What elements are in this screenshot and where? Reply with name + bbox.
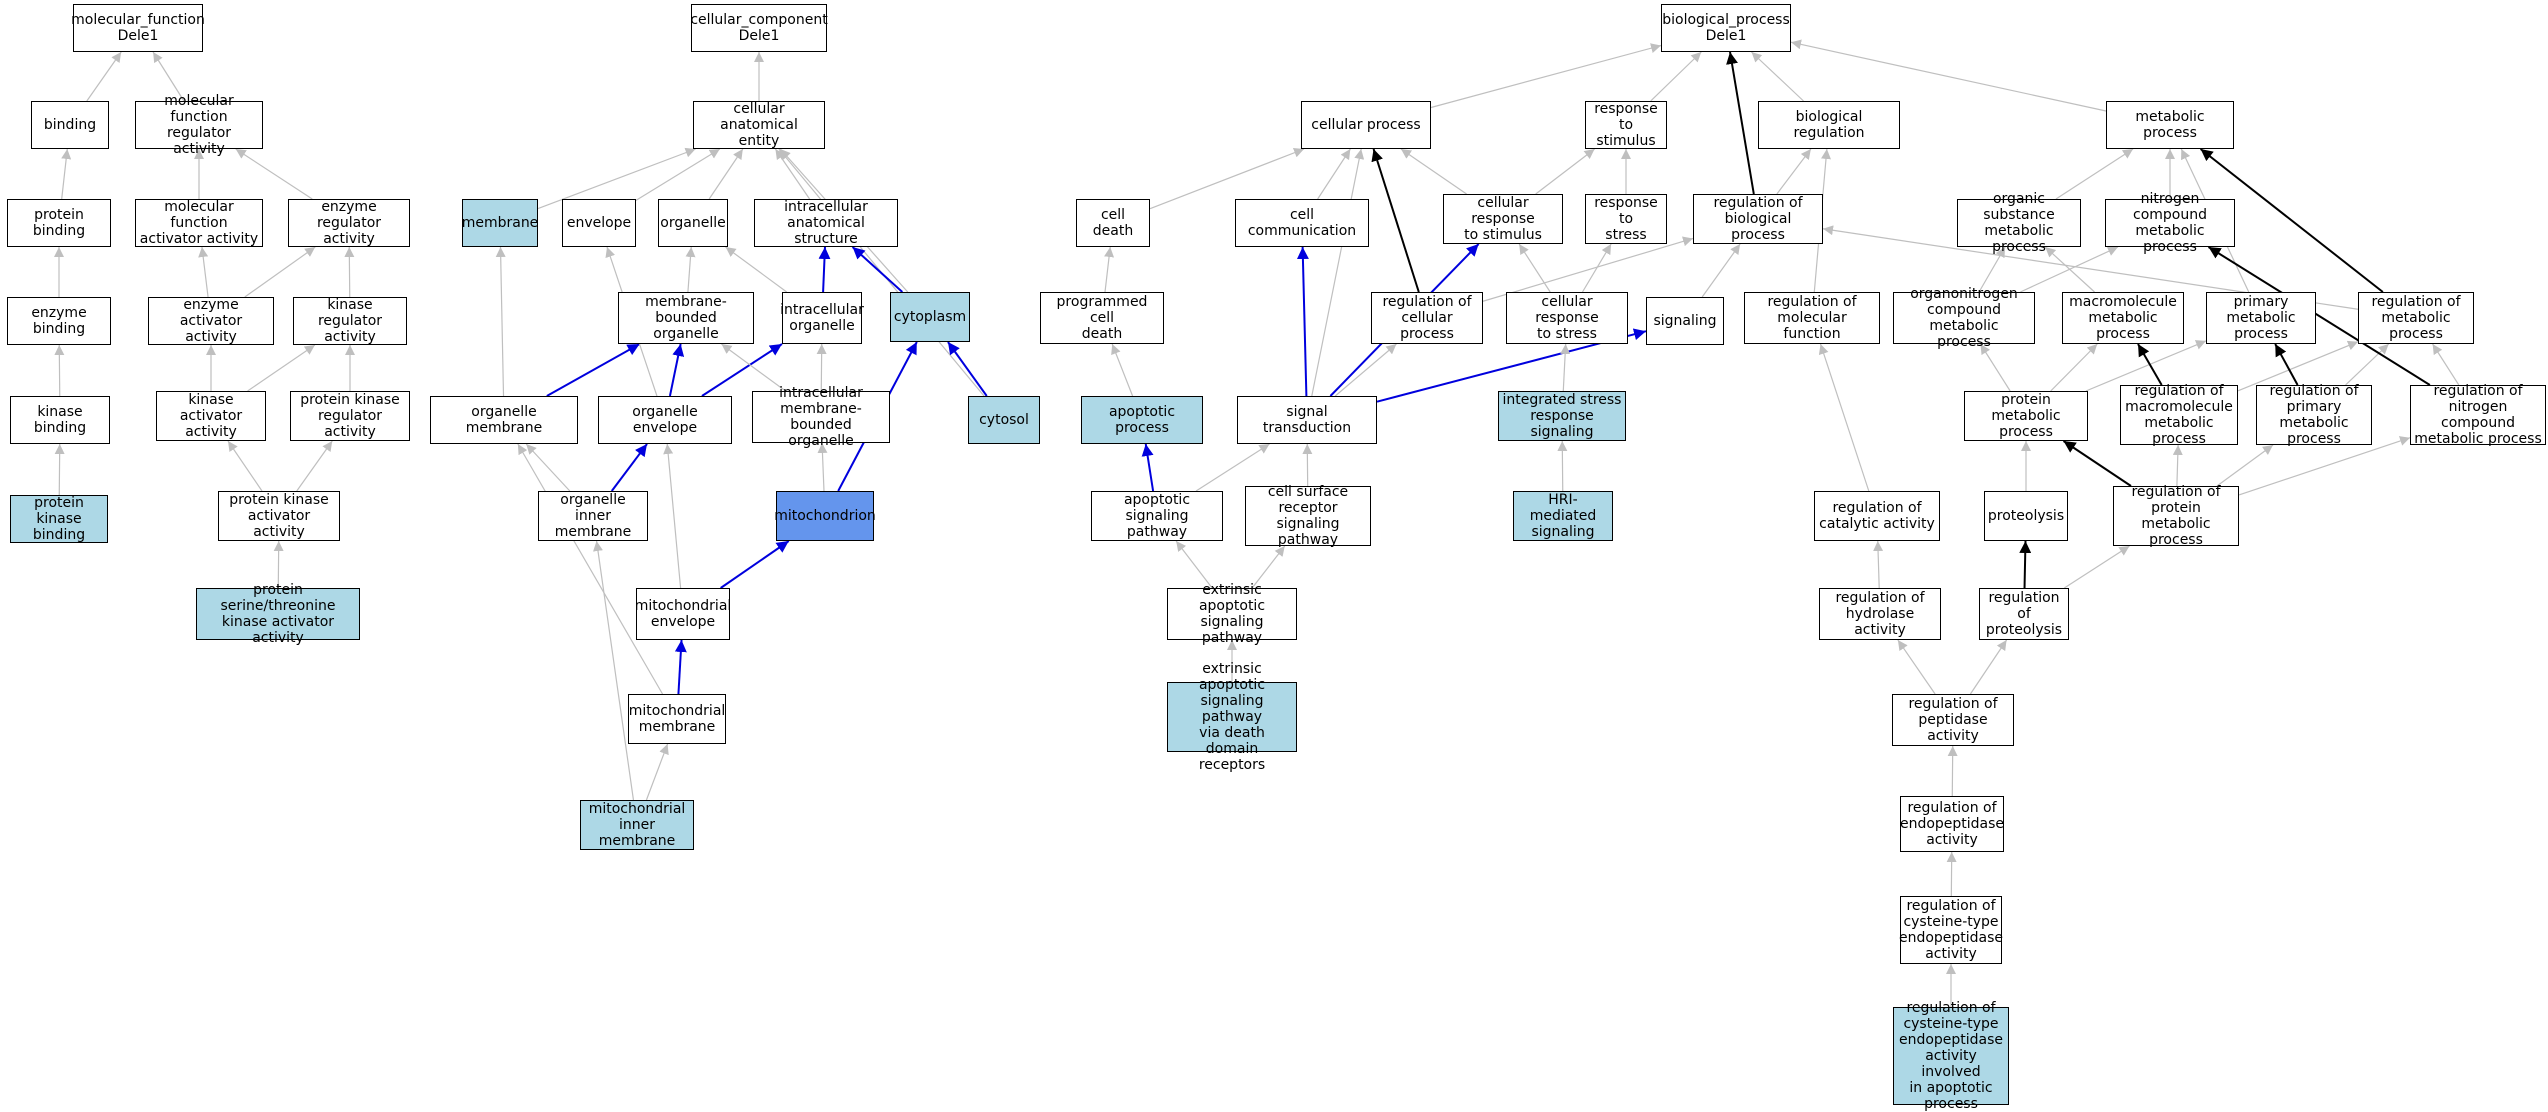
- go-term-node: organelle envelope: [598, 396, 732, 444]
- go-term-node: molecular function activator activity: [135, 199, 263, 247]
- go-term-node: membrane: [462, 199, 538, 247]
- go-term-node: regulation of hydrolase activity: [1819, 588, 1941, 640]
- go-term-node: molecular_function Dele1: [73, 4, 203, 52]
- go-term-node: regulation of nitrogen compound metaboli…: [2410, 385, 2546, 445]
- go-term-node: enzyme regulator activity: [288, 199, 410, 247]
- go-term-node: enzyme activator activity: [148, 297, 274, 345]
- go-term-node: regulation of protein metabolic process: [2113, 486, 2239, 546]
- go-term-node: regulation of biological process: [1693, 194, 1823, 244]
- go-term-node: regulation of catalytic activity: [1814, 491, 1940, 541]
- go-term-node: signal transduction: [1237, 396, 1377, 444]
- go-term-node: regulation of primary metabolic process: [2256, 385, 2372, 445]
- go-term-node: programmed cell death: [1040, 292, 1164, 344]
- go-term-node: cytosol: [968, 396, 1040, 444]
- go-term-node: apoptotic process: [1081, 396, 1203, 444]
- go-term-node: cellular process: [1301, 101, 1431, 149]
- go-term-node: organic substance metabolic process: [1957, 199, 2081, 247]
- go-term-node: biological regulation: [1758, 101, 1900, 149]
- go-term-node: regulation of cysteine-type endopeptidas…: [1893, 1007, 2009, 1105]
- go-term-node: integrated stress response signaling: [1498, 391, 1626, 441]
- go-term-node: protein binding: [7, 199, 111, 247]
- go-term-node: cellular_component Dele1: [691, 4, 827, 52]
- go-term-node: cell surface receptor signaling pathway: [1245, 486, 1371, 546]
- go-term-node: response to stress: [1585, 194, 1667, 244]
- go-term-node: mitochondrial inner membrane: [580, 800, 694, 850]
- go-term-node: regulation of macromolecule metabolic pr…: [2120, 385, 2238, 445]
- go-term-node: regulation of cysteine-type endopeptidas…: [1900, 896, 2002, 964]
- go-term-node: cell death: [1076, 199, 1150, 247]
- go-term-node: extrinsic apoptotic signaling pathway vi…: [1167, 682, 1297, 752]
- go-term-node: apoptotic signaling pathway: [1091, 491, 1223, 541]
- go-term-node: regulation of cellular process: [1371, 292, 1483, 344]
- go-term-node: regulation of proteolysis: [1979, 588, 2069, 640]
- go-term-node: protein kinase activator activity: [218, 491, 340, 541]
- go-term-node: response to stimulus: [1585, 101, 1667, 149]
- go-term-node: molecular function regulator activity: [135, 101, 263, 149]
- go-term-node: kinase activator activity: [156, 391, 266, 441]
- go-term-node: binding: [31, 101, 109, 149]
- go-term-node: cellular response to stress: [1506, 292, 1628, 344]
- go-term-node: extrinsic apoptotic signaling pathway: [1167, 588, 1297, 640]
- go-term-node: mitochondrial membrane: [628, 694, 726, 744]
- go-term-node: intracellular anatomical structure: [754, 199, 898, 247]
- go-term-node: regulation of molecular function: [1744, 292, 1880, 344]
- go-term-node: kinase binding: [10, 396, 110, 444]
- go-term-node: signaling: [1646, 297, 1724, 345]
- go-term-node: organonitrogen compound metabolic proces…: [1893, 292, 2035, 344]
- go-term-node: nitrogen compound metabolic process: [2105, 199, 2235, 247]
- go-term-node: HRI-mediated signaling: [1513, 491, 1613, 541]
- go-term-node: membrane-bounded organelle: [618, 292, 754, 344]
- go-term-node: kinase regulator activity: [293, 297, 407, 345]
- go-term-node: metabolic process: [2106, 101, 2234, 149]
- go-term-node: regulation of metabolic process: [2358, 292, 2474, 344]
- go-term-node: regulation of peptidase activity: [1892, 694, 2014, 746]
- go-term-node: cell communication: [1235, 199, 1369, 247]
- go-term-node: organelle inner membrane: [538, 491, 648, 541]
- go-term-node: macromolecule metabolic process: [2062, 292, 2184, 344]
- go-term-node: envelope: [562, 199, 636, 247]
- go-term-node: protein serine/threonine kinase activato…: [196, 588, 360, 640]
- go-term-node: proteolysis: [1984, 491, 2068, 541]
- go-term-node: primary metabolic process: [2206, 292, 2316, 344]
- go-term-node: organelle membrane: [430, 396, 578, 444]
- go-term-node: protein kinase binding: [10, 495, 108, 543]
- go-term-node: protein kinase regulator activity: [290, 391, 410, 441]
- go-term-node: enzyme binding: [7, 297, 111, 345]
- go-term-node: cellular anatomical entity: [693, 101, 825, 149]
- go-term-node: mitochondrial envelope: [636, 588, 730, 640]
- go-term-node: mitochondrion: [776, 491, 874, 541]
- go-term-node: intracellular organelle: [782, 292, 862, 344]
- go-term-node: protein metabolic process: [1964, 391, 2088, 441]
- go-term-node: intracellular membrane-bounded organelle: [752, 391, 890, 443]
- go-term-node: biological_process Dele1: [1661, 4, 1791, 52]
- go-term-node: cytoplasm: [890, 292, 970, 342]
- go-term-node: cellular response to stimulus: [1443, 194, 1563, 244]
- go-term-node: regulation of endopeptidase activity: [1900, 796, 2004, 852]
- go-term-node: organelle: [658, 199, 728, 247]
